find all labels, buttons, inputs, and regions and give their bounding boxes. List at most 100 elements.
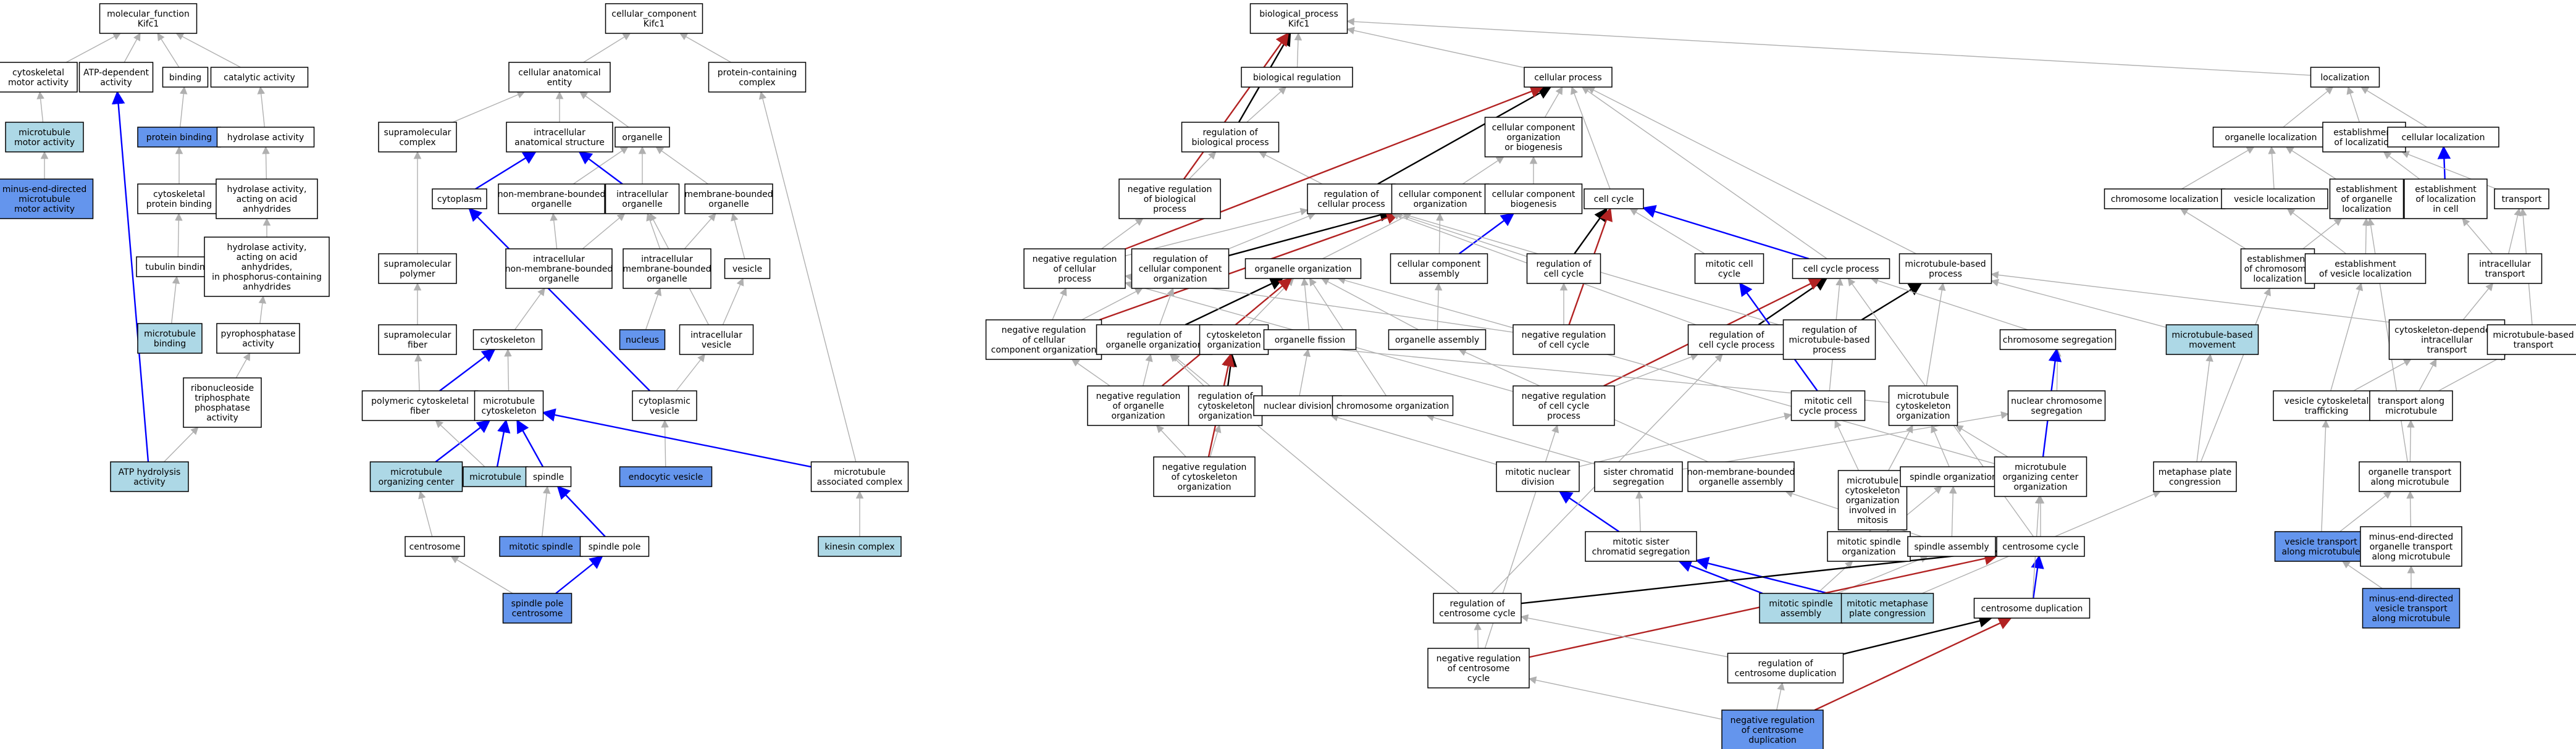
go-term-node[interactable]: protein binding <box>137 127 221 148</box>
go-term-node[interactable]: mitotic spindle <box>499 536 583 557</box>
go-term-node[interactable]: chromosome localization <box>2104 188 2226 209</box>
go-term-node[interactable]: intracellularnon-membrane-boundedorganel… <box>505 248 613 289</box>
go-term-node[interactable]: organelle organization <box>1244 258 1362 279</box>
go-term-node[interactable]: biological regulation <box>1241 67 1353 88</box>
go-term-node[interactable]: hydrolase activity,acting on acidanhydri… <box>204 236 330 297</box>
go-term-node[interactable]: transport <box>2494 188 2549 209</box>
go-term-node[interactable]: vesicle <box>724 258 771 279</box>
go-term-node[interactable]: hydrolase activity,acting on acidanhydri… <box>216 178 318 219</box>
go-term-node[interactable]: cytoskeleton-dependentintracellulartrans… <box>2388 319 2506 360</box>
go-term-node[interactable]: organelle fission <box>1263 329 1357 350</box>
go-term-node[interactable]: microtubule <box>463 466 528 487</box>
go-term-node[interactable]: spindle organization <box>1900 466 2007 487</box>
go-term-node[interactable]: cytoskeleton <box>472 329 543 350</box>
go-term-node[interactable]: vesicle localization <box>2221 188 2328 209</box>
go-term-node[interactable]: kinesin complex <box>818 536 902 557</box>
go-term-node[interactable]: centrosome <box>405 536 465 557</box>
go-term-node[interactable]: endocytic vesicle <box>619 466 713 487</box>
go-term-node[interactable]: centrosome cycle <box>1996 536 2085 557</box>
go-term-node[interactable]: spindle pole <box>579 536 650 557</box>
go-term-node[interactable]: cell cycle process <box>1792 258 1890 279</box>
go-term-node[interactable]: binding <box>162 67 209 88</box>
go-term-node[interactable]: localization <box>2310 67 2380 88</box>
go-term-node[interactable]: cellular localization <box>2387 127 2499 148</box>
go-term-node[interactable]: chromosome organization <box>1332 395 1454 416</box>
go-term-node[interactable]: organelle assembly <box>1388 329 1487 350</box>
go-term-node[interactable]: nuclear division <box>1253 395 1342 416</box>
go-term-node[interactable]: nucleus <box>619 329 666 350</box>
go-term-node[interactable]: ribonucleosidetriphosphatephosphataseact… <box>183 377 262 428</box>
go-term-node[interactable]: cytoplasm <box>432 188 487 209</box>
go-term-node[interactable]: spindle assembly <box>1907 536 1996 557</box>
go-term-node[interactable]: chromosome segregation <box>1999 329 2117 350</box>
